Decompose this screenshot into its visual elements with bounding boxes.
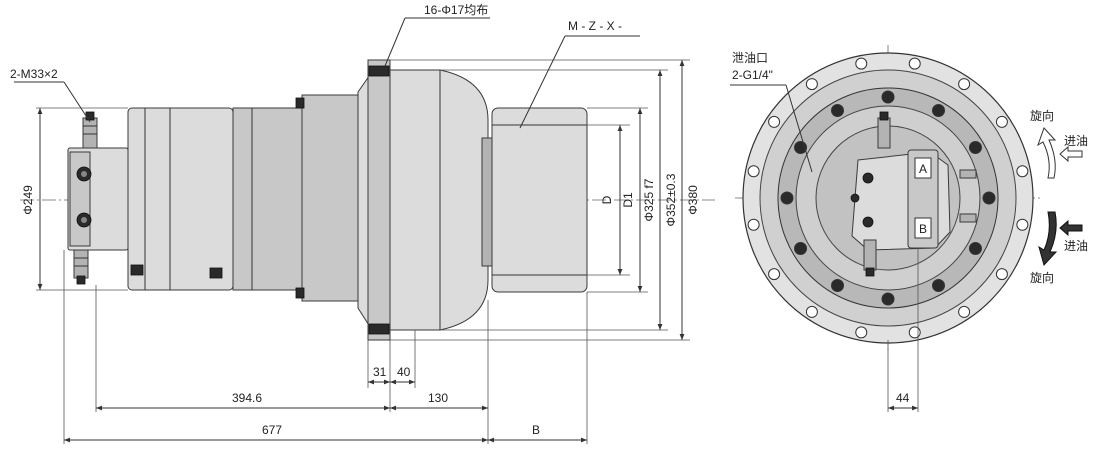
bolt-hole bbox=[932, 104, 945, 118]
bolt-hole bbox=[968, 242, 982, 255]
bolt-hole bbox=[794, 242, 808, 255]
dia-325-label: Φ325 f7 bbox=[642, 178, 656, 221]
bolt-hole bbox=[958, 78, 971, 91]
drain-label-1: 泄油口 bbox=[732, 51, 768, 65]
inlet-arrow-top-icon bbox=[1059, 145, 1083, 163]
gearbox-body bbox=[295, 59, 489, 341]
valve-block bbox=[67, 111, 129, 285]
rotation-arrow-bottom-icon bbox=[1038, 211, 1058, 266]
bolt-hole bbox=[982, 191, 996, 205]
bolt-hole bbox=[780, 191, 794, 205]
bolt-hole bbox=[1016, 165, 1029, 178]
bolt-hole bbox=[747, 218, 760, 231]
inlet-top-label: 进油 bbox=[1064, 134, 1088, 148]
dia-D1-label: D1 bbox=[621, 192, 635, 208]
inner-bolts bbox=[780, 90, 996, 306]
bolt-hole bbox=[995, 268, 1008, 281]
mark-A: A bbox=[919, 162, 927, 176]
len-3946-label: 394.6 bbox=[232, 391, 262, 405]
flange-bolt-holes bbox=[747, 57, 1029, 339]
bolt-hole bbox=[831, 104, 844, 118]
inlet-bot-label: 进油 bbox=[1064, 239, 1088, 253]
len-44-label: 44 bbox=[896, 391, 910, 405]
len-677-label: 677 bbox=[262, 423, 282, 437]
bolt-hole bbox=[855, 57, 868, 70]
bolt-hole bbox=[805, 78, 818, 91]
motor-housing bbox=[127, 107, 309, 291]
len-130-label: 130 bbox=[428, 391, 448, 405]
bolt-hole bbox=[958, 305, 971, 318]
len-B-label: B bbox=[532, 423, 540, 437]
bolt-holes-label: 16-Φ17均布 bbox=[424, 3, 488, 17]
bolt-hole bbox=[932, 278, 945, 292]
model-label: M - Z - X - bbox=[568, 19, 622, 33]
bolt-hole bbox=[908, 326, 921, 339]
bolt-hole bbox=[881, 90, 895, 104]
dia-249-label: Φ249 bbox=[21, 185, 35, 215]
rot-top-label: 旋向 bbox=[1030, 108, 1054, 123]
bolt-hole bbox=[995, 115, 1008, 128]
bolt-hole bbox=[855, 326, 868, 339]
rotation-arrow-top-icon bbox=[1037, 127, 1057, 179]
dia-380-label: Φ380 bbox=[686, 185, 700, 215]
bolt-hole bbox=[768, 268, 781, 281]
side-view: D D1 Φ325 f7 Φ352±0.3 Φ380 Φ249 2-M33×2 … bbox=[10, 3, 715, 444]
len-40-label: 40 bbox=[397, 365, 411, 379]
ports-left-label: 2-M33×2 bbox=[10, 67, 58, 81]
dia-D-label: D bbox=[600, 195, 614, 204]
mark-B: B bbox=[919, 222, 927, 236]
rot-bot-label: 旋向 bbox=[1030, 270, 1054, 285]
inlet-arrow-bottom-icon bbox=[1059, 219, 1083, 237]
front-view: A B 泄油口 2-G1/4" 44 旋向 bbox=[730, 45, 1088, 412]
dia-352-label: Φ352±0.3 bbox=[664, 173, 678, 226]
output-drum bbox=[481, 107, 588, 293]
bolt-hole bbox=[908, 57, 921, 70]
bolt-hole bbox=[768, 115, 781, 128]
bolt-hole bbox=[881, 292, 895, 306]
len-31-label: 31 bbox=[373, 365, 387, 379]
bolt-hole bbox=[968, 141, 982, 154]
bolt-hole bbox=[1016, 218, 1029, 231]
bolt-hole bbox=[805, 305, 818, 318]
bolt-hole bbox=[831, 278, 844, 292]
drain-label-2: 2-G1/4" bbox=[732, 68, 773, 82]
bolt-hole bbox=[747, 165, 760, 178]
